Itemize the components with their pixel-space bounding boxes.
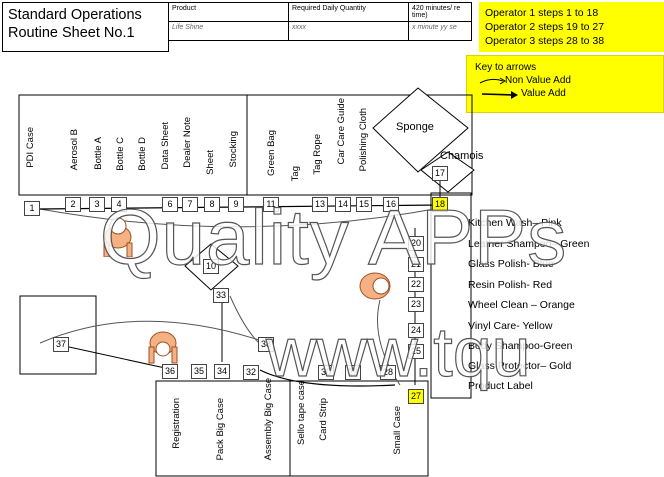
station-pack-big-case: Pack Big Case bbox=[215, 398, 226, 460]
station-data-sheet: Data Sheet bbox=[160, 122, 171, 170]
watermark-line1: Quality APPs bbox=[100, 192, 567, 283]
watermark-line2: www.tqu bbox=[266, 312, 531, 392]
station-small-case: Small Case bbox=[392, 406, 403, 455]
station-tag-rope: Tag Rope bbox=[312, 134, 323, 175]
product-wheel-clean: Wheel Clean – Orange bbox=[468, 299, 575, 311]
station-card-strip: Card Strip bbox=[318, 398, 329, 441]
station-bottle-a: Bottle A bbox=[93, 137, 104, 170]
station-bottle-c: Bottle C bbox=[115, 137, 126, 171]
step-37: 37 bbox=[53, 337, 69, 352]
station-car-care-guide: Car Care Guide bbox=[336, 98, 347, 165]
step-17: 17 bbox=[432, 166, 448, 181]
step-1: 1 bbox=[24, 201, 40, 216]
flow-33-38 bbox=[230, 296, 260, 344]
operator-3-icon bbox=[145, 325, 181, 367]
station-pdi-case: PDI Case bbox=[25, 127, 36, 168]
station-stocking: Stocking bbox=[228, 131, 239, 167]
station-aerosol-b: Aerosol B bbox=[69, 129, 80, 170]
station-dealer-note: Dealer Note bbox=[182, 117, 193, 168]
chamois-label: Chamois bbox=[440, 150, 483, 162]
step-32: 32 bbox=[243, 365, 259, 380]
step-36: 36 bbox=[162, 364, 178, 379]
top-left-station-box bbox=[19, 95, 247, 195]
sponge-label: Sponge bbox=[396, 121, 434, 133]
station-tag: Tag bbox=[290, 166, 301, 181]
step-35: 35 bbox=[191, 364, 207, 379]
step-2: 2 bbox=[65, 197, 81, 212]
step-23: 23 bbox=[408, 297, 424, 312]
packing-box bbox=[20, 296, 96, 374]
station-polishing-cloth: Polishing Cloth bbox=[358, 108, 369, 171]
station-sheet: Sheet bbox=[205, 150, 216, 175]
station-bottle-d: Bottle D bbox=[137, 137, 148, 171]
station-green-bag: Green Bag bbox=[266, 130, 277, 176]
step-33: 33 bbox=[213, 288, 229, 303]
station-registration: Registration bbox=[171, 398, 182, 449]
step-34: 34 bbox=[214, 364, 230, 379]
